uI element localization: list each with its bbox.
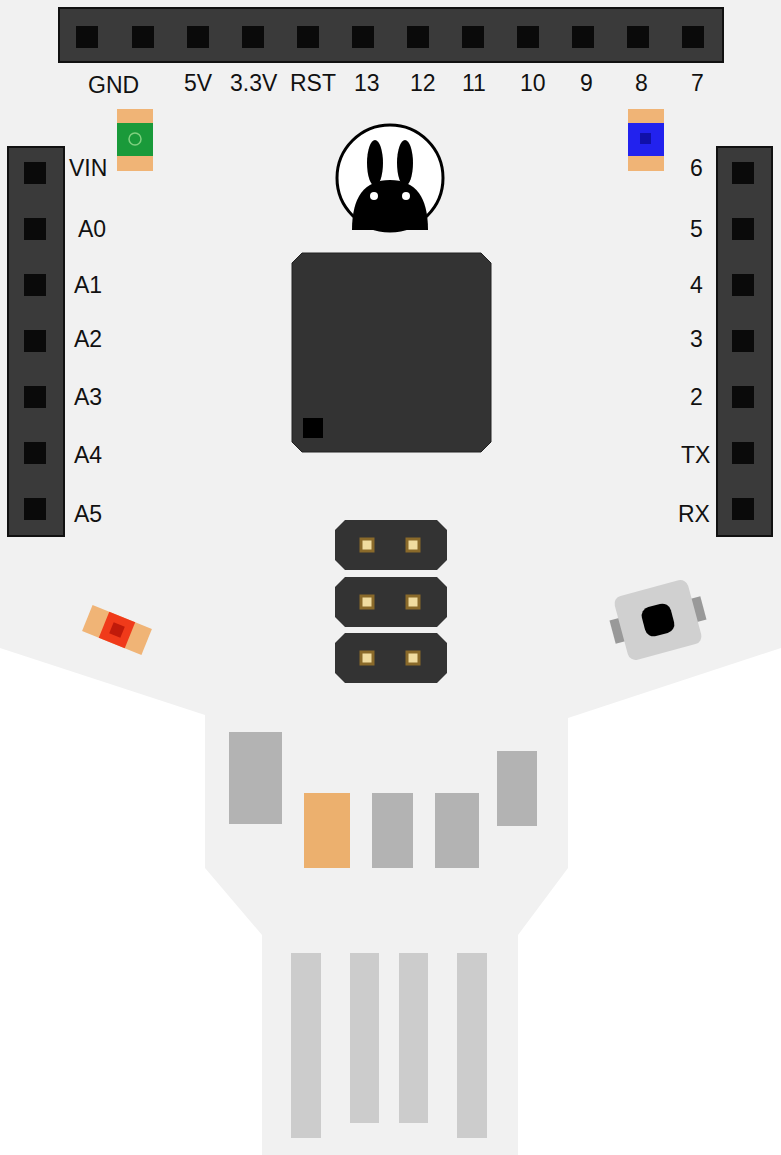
pin-label: A3 <box>74 386 102 409</box>
pin-one-mark <box>303 418 323 438</box>
pin-label: 5 <box>690 218 703 241</box>
pin-label: 6 <box>690 157 703 180</box>
header-pins <box>732 162 754 520</box>
pin-label: A2 <box>74 328 102 351</box>
pin-label: RX <box>678 503 710 526</box>
pin-label: 7 <box>691 72 704 95</box>
header-pins <box>76 26 704 48</box>
smd-components <box>229 732 537 868</box>
pin-label: 8 <box>635 72 648 95</box>
pin-label: 12 <box>410 72 436 95</box>
pin-label: 9 <box>580 72 593 95</box>
pin-header <box>717 147 772 536</box>
pin-label: A0 <box>78 218 106 241</box>
pin-label: 5V <box>184 72 212 95</box>
pin-label: A4 <box>74 444 102 467</box>
pin-label: 4 <box>690 274 703 297</box>
pin-label: 2 <box>690 386 703 409</box>
pin-label: A5 <box>74 503 102 526</box>
microcontroller-chip <box>292 253 491 452</box>
bunny-logo <box>337 125 443 231</box>
jumper-headers <box>335 520 447 683</box>
pin-label: GND <box>88 74 139 97</box>
pin-header <box>59 8 723 62</box>
pin-label: VIN <box>69 157 107 180</box>
pin-label: TX <box>681 444 710 467</box>
pin-label: A1 <box>74 274 102 297</box>
header-pins <box>24 162 46 520</box>
red-led <box>82 605 152 655</box>
pin-label: 13 <box>354 72 380 95</box>
pin-header <box>8 147 64 536</box>
green-led <box>117 109 153 171</box>
reset-button <box>604 576 712 664</box>
pin-label: 3.3V <box>230 72 277 95</box>
pin-label: 11 <box>462 72 486 95</box>
blue-led <box>628 109 664 171</box>
pin-label: 3 <box>690 328 703 351</box>
usb-contacts <box>291 953 487 1138</box>
pin-label: 10 <box>520 72 546 95</box>
pin-label: RST <box>290 72 336 95</box>
